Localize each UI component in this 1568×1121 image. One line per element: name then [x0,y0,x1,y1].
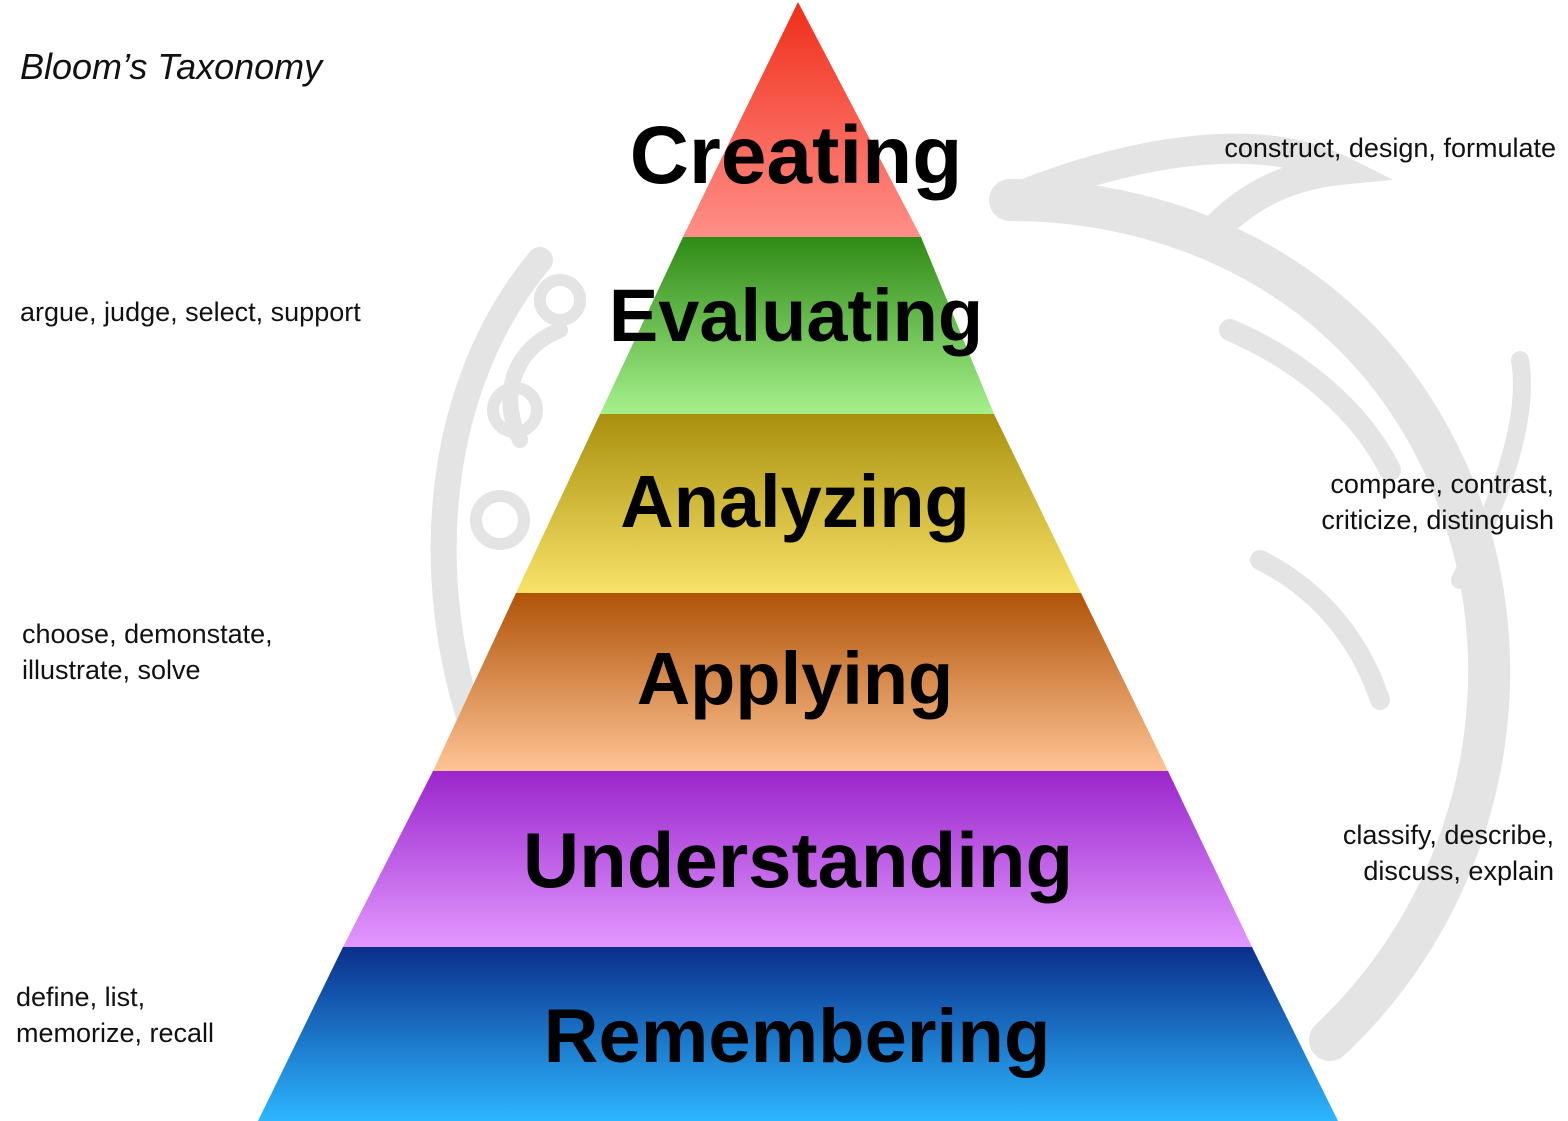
diagram-title: Bloom’s Taxonomy [20,46,323,87]
verbs-remembering-line-2: memorize, recall [16,1018,215,1048]
level-band-understanding [343,771,1252,947]
dragon-watermark-icon [430,133,1531,1061]
verbs-analyzing-line-1: compare, contrast, [1330,469,1554,499]
verbs-creating: construct, design, formulate [1224,133,1556,163]
level-band-analyzing [516,414,1081,593]
verbs-analyzing-line-2: criticize, distinguish [1321,505,1554,535]
level-label-evaluating: Evaluating [609,274,983,357]
level-label-creating: Creating [630,110,963,201]
verbs-applying-line-2: illustrate, solve [22,655,201,685]
verbs-understanding-line-1: classify, describe, [1342,820,1554,850]
verbs-evaluating: argue, judge, select, support [20,297,361,327]
level-band-applying [433,593,1168,771]
level-band-creating [683,2,921,237]
level-band-remembering [258,947,1338,1121]
verbs-remembering-line-1: define, list, [16,982,146,1012]
verbs-understanding: classify, describe, discuss, explain [1343,817,1554,889]
verbs-understanding-line-2: discuss, explain [1363,856,1554,886]
verbs-remembering: define, list, memorize, recall [16,979,214,1051]
level-label-applying: Applying [637,637,954,720]
level-label-understanding: Understanding [523,816,1073,904]
verbs-applying: choose, demonstate, illustrate, solve [22,616,273,688]
level-label-remembering: Remembering [544,994,1051,1079]
verbs-applying-line-1: choose, demonstate, [22,619,273,649]
verbs-analyzing: compare, contrast, criticize, distinguis… [1321,466,1554,538]
level-band-evaluating [600,237,994,414]
level-label-analyzing: Analyzing [620,460,969,543]
